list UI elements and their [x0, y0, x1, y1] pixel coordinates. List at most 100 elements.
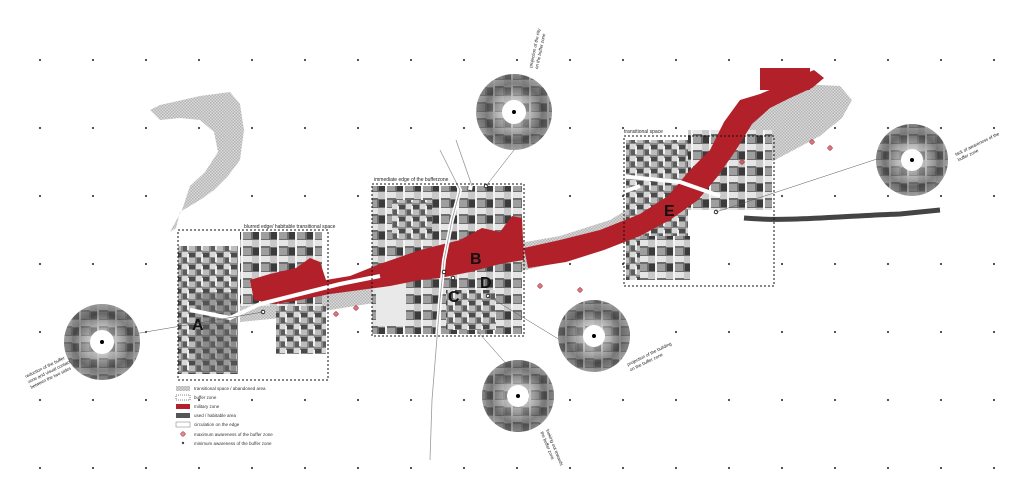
min-awareness-dot — [833, 126, 837, 130]
min-awareness-dot — [886, 58, 890, 62]
min-awareness-dot — [303, 194, 307, 198]
min-awareness-dot — [621, 466, 625, 470]
min-awareness-dot — [250, 126, 254, 130]
military-zone-east — [524, 70, 824, 268]
legend-swatch-buffer — [175, 394, 191, 401]
min-awareness-dot — [515, 466, 519, 470]
min-awareness-dot — [568, 194, 572, 198]
legend-swatch-min — [181, 441, 185, 445]
min-awareness-dot — [780, 262, 784, 266]
marker-d: D — [480, 275, 492, 292]
legend: transitional space / abandoned area buff… — [175, 386, 273, 446]
min-awareness-dot — [833, 262, 837, 266]
min-awareness-dot — [833, 398, 837, 402]
min-awareness-dot — [992, 126, 996, 130]
min-awareness-dot — [886, 126, 890, 130]
min-awareness-dot — [939, 194, 943, 198]
min-awareness-dot — [38, 330, 42, 334]
min-awareness-dot — [621, 58, 625, 62]
dot-grid — [38, 58, 996, 470]
min-awareness-dot — [38, 466, 42, 470]
min-awareness-dot — [886, 330, 890, 334]
min-awareness-dot — [886, 262, 890, 266]
legend-swatch-used — [176, 413, 190, 418]
min-awareness-dot — [515, 58, 519, 62]
min-awareness-dot — [462, 58, 466, 62]
annotation-right: lack of awareness of the buffer zone — [954, 131, 1004, 163]
min-awareness-dot — [409, 398, 413, 402]
min-awareness-dot — [144, 58, 148, 62]
min-awareness-dot — [356, 466, 360, 470]
annotation-bottom: looking out towards the buffer zone — [540, 429, 565, 470]
min-awareness-dot — [144, 466, 148, 470]
min-awareness-dot — [939, 398, 943, 402]
zone-frames — [177, 135, 775, 381]
marker-c: C — [448, 289, 460, 306]
fisheye-bottom — [482, 360, 554, 432]
legend-label: maximum awareness of the buffer zone — [194, 432, 273, 437]
min-awareness-dot — [780, 330, 784, 334]
military-block — [760, 68, 810, 90]
min-awareness-dot — [727, 330, 731, 334]
min-awareness-dot — [303, 126, 307, 130]
min-awareness-dot — [727, 466, 731, 470]
aerial-zone-e — [626, 130, 772, 280]
fisheye-mid-right — [558, 300, 630, 372]
min-awareness-dot — [91, 398, 95, 402]
min-awareness-dot — [197, 58, 201, 62]
min-awareness-dot — [197, 398, 201, 402]
min-awareness-dot — [356, 126, 360, 130]
min-awareness-dot — [568, 262, 572, 266]
min-awareness-dot — [38, 126, 42, 130]
aerial-zone-a — [178, 232, 326, 374]
min-awareness-dot — [38, 58, 42, 62]
min-awareness-dot — [144, 398, 148, 402]
min-awareness-dot — [144, 262, 148, 266]
min-awareness-dot — [833, 466, 837, 470]
min-awareness-dot — [250, 330, 254, 334]
legend-label: used / habitable area — [194, 413, 237, 418]
min-awareness-dot — [992, 330, 996, 334]
max-awareness-markers — [333, 139, 833, 317]
legend-label: transitional space / abandoned area — [194, 386, 266, 391]
min-awareness-dot — [780, 398, 784, 402]
legend-swatch-military — [176, 404, 190, 409]
min-awareness-dot — [250, 194, 254, 198]
min-awareness-dot — [939, 466, 943, 470]
legend-swatch-transitional — [176, 386, 190, 391]
zone-e-frame — [623, 135, 775, 287]
min-awareness-dot — [197, 466, 201, 470]
min-awareness-dot — [780, 58, 784, 62]
min-awareness-dot — [91, 262, 95, 266]
min-awareness-dot — [144, 194, 148, 198]
min-awareness-dot — [939, 262, 943, 266]
min-awareness-dot — [992, 466, 996, 470]
min-awareness-dot — [144, 126, 148, 130]
min-awareness-dot — [356, 194, 360, 198]
min-awareness-dot — [674, 398, 678, 402]
min-awareness-dot — [356, 398, 360, 402]
zone-a-label: blurred edge/ habitable transitional spa… — [244, 224, 336, 230]
legend-label: military zone — [194, 404, 220, 409]
legend-swatch-circulation — [175, 421, 191, 428]
min-awareness-dot — [568, 466, 572, 470]
min-awareness-dot — [250, 466, 254, 470]
min-awareness-dot — [621, 398, 625, 402]
military-zone — [250, 216, 524, 304]
min-awareness-dot — [886, 466, 890, 470]
min-awareness-dot — [780, 194, 784, 198]
min-awareness-dot — [250, 58, 254, 62]
min-awareness-dot — [38, 398, 42, 402]
min-awareness-dot — [303, 58, 307, 62]
min-awareness-dot — [568, 398, 572, 402]
circulation-ribbon-east — [743, 207, 941, 222]
min-awareness-dot — [939, 330, 943, 334]
zone-b-frame — [371, 183, 525, 337]
min-awareness-dot — [621, 126, 625, 130]
min-awareness-dot — [992, 58, 996, 62]
min-awareness-dot — [462, 466, 466, 470]
min-awareness-dot — [939, 126, 943, 130]
min-awareness-dot — [356, 330, 360, 334]
min-awareness-dot — [409, 466, 413, 470]
